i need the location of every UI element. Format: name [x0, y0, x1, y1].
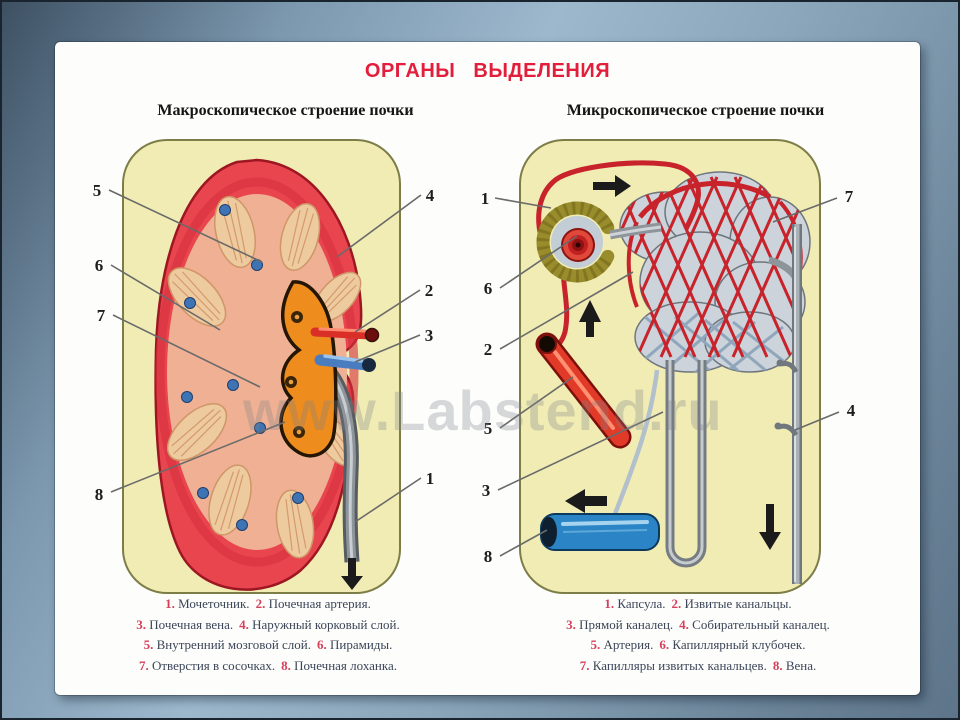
- legend-line: 7. Капилляры извитых канальцев. 8. Вена.: [487, 656, 915, 677]
- right-legend: 1. Капсула. 2. Извитые канальцы. 3. Прямой…: [487, 594, 915, 676]
- callout-3: 3: [482, 481, 491, 500]
- callout-6: 6: [95, 256, 104, 275]
- legend-text: Почечная артерия.: [268, 596, 371, 611]
- legend-line: 5. Артерия. 6. Капиллярный клубочек.: [487, 635, 915, 656]
- macroscopic-kidney-diagram: 5 6 7 8 4 2 3 1: [93, 139, 435, 594]
- legend-number: 4.: [679, 616, 693, 632]
- legend-text: Мочеточник.: [178, 596, 250, 611]
- legend-text: Артерия.: [603, 637, 654, 652]
- legend-number: 1.: [604, 596, 618, 611]
- callout-5: 5: [93, 181, 102, 200]
- legend-number: 8.: [281, 657, 295, 673]
- legend-number: 4.: [239, 616, 253, 632]
- legend-number: 6.: [659, 637, 673, 652]
- right-subtitle: Микроскопическое строение почки: [566, 102, 825, 119]
- legend-text: Почечная вена.: [149, 616, 234, 632]
- legend-text: Прямой каналец.: [579, 616, 674, 632]
- left-subtitle: Макроскопическое строение почки: [157, 102, 414, 119]
- callout-3: 3: [425, 326, 434, 345]
- callout-8: 8: [484, 547, 493, 566]
- legend-text: Внутренний мозговой слой.: [156, 637, 311, 652]
- legend-number: 8.: [772, 657, 786, 673]
- urine-flow-down-arrow-icon: [341, 558, 363, 590]
- legend-number: 5.: [590, 637, 604, 652]
- legend-number: 3.: [566, 616, 580, 632]
- blood-flow-right-arrow-icon: [593, 175, 631, 197]
- left-leader-lines: [108, 189, 422, 523]
- callout-2: 2: [425, 281, 434, 300]
- callout-8: 8: [95, 485, 104, 504]
- legend-text: Отверстия в сосочках.: [151, 657, 276, 673]
- legend-text: Почечная лоханка.: [294, 657, 398, 673]
- blood-flow-left-arrow-icon: [565, 489, 607, 513]
- legend-text: Собирательный каналец.: [692, 616, 830, 632]
- legend-number: 2.: [671, 596, 685, 611]
- legend-number: 5.: [143, 637, 157, 652]
- legend-number: 3.: [136, 616, 150, 632]
- legend-line: 1. Капсула. 2. Извитые канальцы.: [487, 594, 915, 615]
- legend-number: 6.: [317, 637, 330, 652]
- callout-1: 1: [481, 189, 490, 208]
- right-leader-lines: [494, 197, 840, 557]
- callout-1: 1: [426, 469, 435, 488]
- legend-line: 3. Прямой каналец. 4. Собирательный канал…: [487, 615, 915, 636]
- blood-flow-up-arrow-icon: [579, 300, 601, 337]
- legend-number: 2.: [255, 596, 269, 611]
- legend-text: Капиллярный клубочек.: [672, 637, 806, 652]
- urine-flow-down-arrow-icon: [759, 504, 781, 550]
- kidney-illustration: [154, 158, 380, 591]
- legend-line: 7. Отверстия в сосочках. 8. Почечная лоха…: [57, 656, 485, 677]
- legend-line: 1. Мочеточник. 2. Почечная артерия.: [57, 594, 485, 615]
- legend-number: 7.: [138, 657, 152, 673]
- legend-text: Наружный корковый слой.: [252, 616, 400, 632]
- left-legend: 1. Мочеточник. 2. Почечная артерия. 3. Поч…: [57, 594, 485, 676]
- callout-6: 6: [484, 279, 493, 298]
- legend-line: 3. Почечная вена. 4. Наружный корковый сл…: [57, 615, 485, 636]
- microscopic-nephron-diagram: 1 6 2 5 3 8 7 4: [481, 139, 856, 594]
- nephron-illustration: [535, 160, 811, 584]
- legend-text: Капилляры извитых канальцев.: [592, 657, 767, 673]
- callout-2: 2: [484, 340, 493, 359]
- content-panel: ОРГАНЫ ВЫДЕЛЕНИЯ Макроскопическое строен…: [55, 42, 920, 695]
- callout-4: 4: [847, 401, 856, 420]
- legend-number: 7.: [579, 657, 593, 673]
- callout-7: 7: [845, 187, 854, 206]
- legend-line: 5. Внутренний мозговой слой. 6. Пирамиды.: [57, 635, 485, 656]
- callout-4: 4: [426, 186, 435, 205]
- callout-7: 7: [97, 306, 106, 325]
- legend-text: Капсула.: [617, 596, 666, 611]
- legend-text: Вена.: [785, 657, 817, 673]
- legend-text: Извитые канальцы.: [684, 596, 792, 611]
- legend-number: 1.: [165, 596, 179, 611]
- page-title: ОРГАНЫ ВЫДЕЛЕНИЯ: [364, 60, 611, 82]
- callout-5: 5: [484, 419, 493, 438]
- legend-text: Пирамиды.: [330, 637, 393, 652]
